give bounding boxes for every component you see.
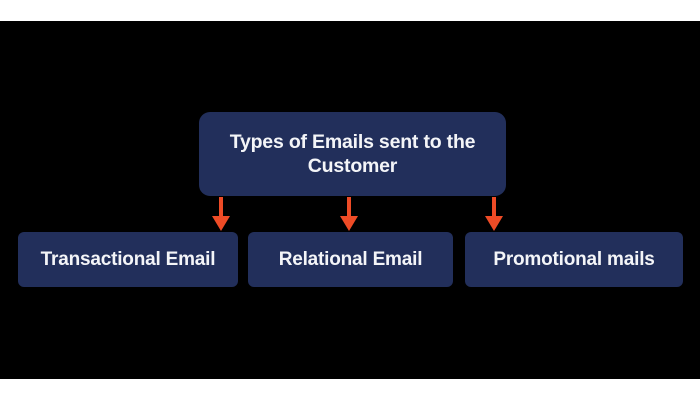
leaf-node-promotional-mails[interactable]: Promotional mails — [465, 232, 683, 287]
leaf-node-label: Transactional Email — [40, 248, 216, 270]
root-node[interactable]: Types of Emails sent to the Customer — [199, 112, 506, 196]
arrow-down-icon-2 — [484, 197, 504, 232]
arrow-down-icon-0 — [211, 197, 231, 232]
root-node-label: Types of Emails sent to the Customer — [229, 130, 476, 177]
arrow-down-icon-1 — [339, 197, 359, 232]
leaf-node-label: Relational Email — [278, 248, 423, 270]
leaf-node-transactional-email[interactable]: Transactional Email — [18, 232, 238, 287]
leaf-node-relational-email[interactable]: Relational Email — [248, 232, 453, 287]
leaf-node-label: Promotional mails — [493, 248, 655, 270]
